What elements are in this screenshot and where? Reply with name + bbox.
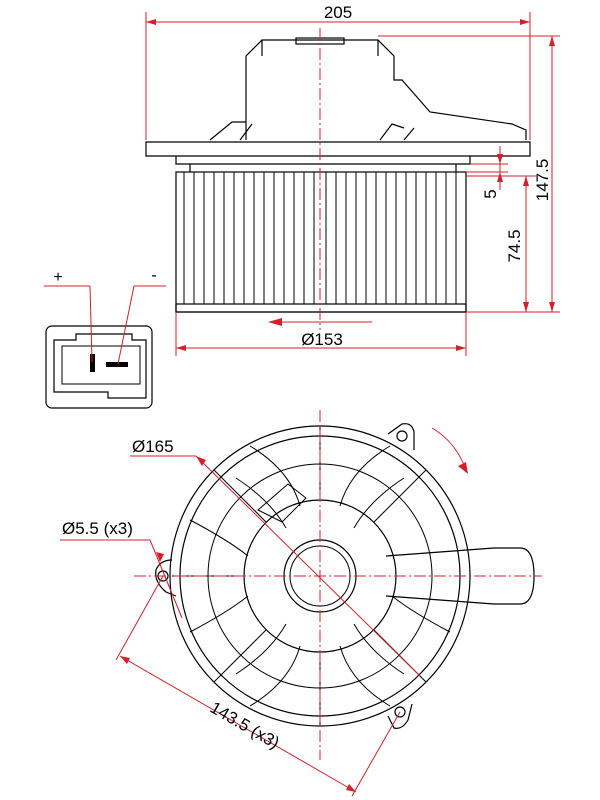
connector-diagram: + - [44,267,166,409]
flange [145,141,531,157]
motor-housing [245,39,527,140]
dim-total-height: 147.5 [533,159,552,202]
side-view [145,37,531,313]
mount-hole-top [396,430,408,442]
mount-ear-bottom [387,703,413,729]
dim-housing-diameter: Ø165 [132,437,174,456]
mount-hole-bottom [394,706,406,718]
dim-wheel-diameter: Ø153 [301,330,343,349]
connector-body [45,325,153,409]
dim-rim-gap: 5 [481,189,500,198]
connector-socket [53,333,147,399]
blower-wheel [175,171,467,313]
dim-wheel-height: 74.5 [505,229,524,262]
mount-ear-top [387,423,415,450]
dim-hole-diameter: Ø5.5 (x3) [62,519,133,538]
plus-terminal-label: + [53,269,62,286]
front-dimensions [60,410,542,797]
mount-ear-left [155,559,177,597]
minus-terminal-label: - [151,267,156,284]
side-dimensions [145,12,560,356]
wheel-blades [183,172,457,304]
housing-spokes [172,426,451,726]
dim-overall-width: 205 [324,3,352,22]
